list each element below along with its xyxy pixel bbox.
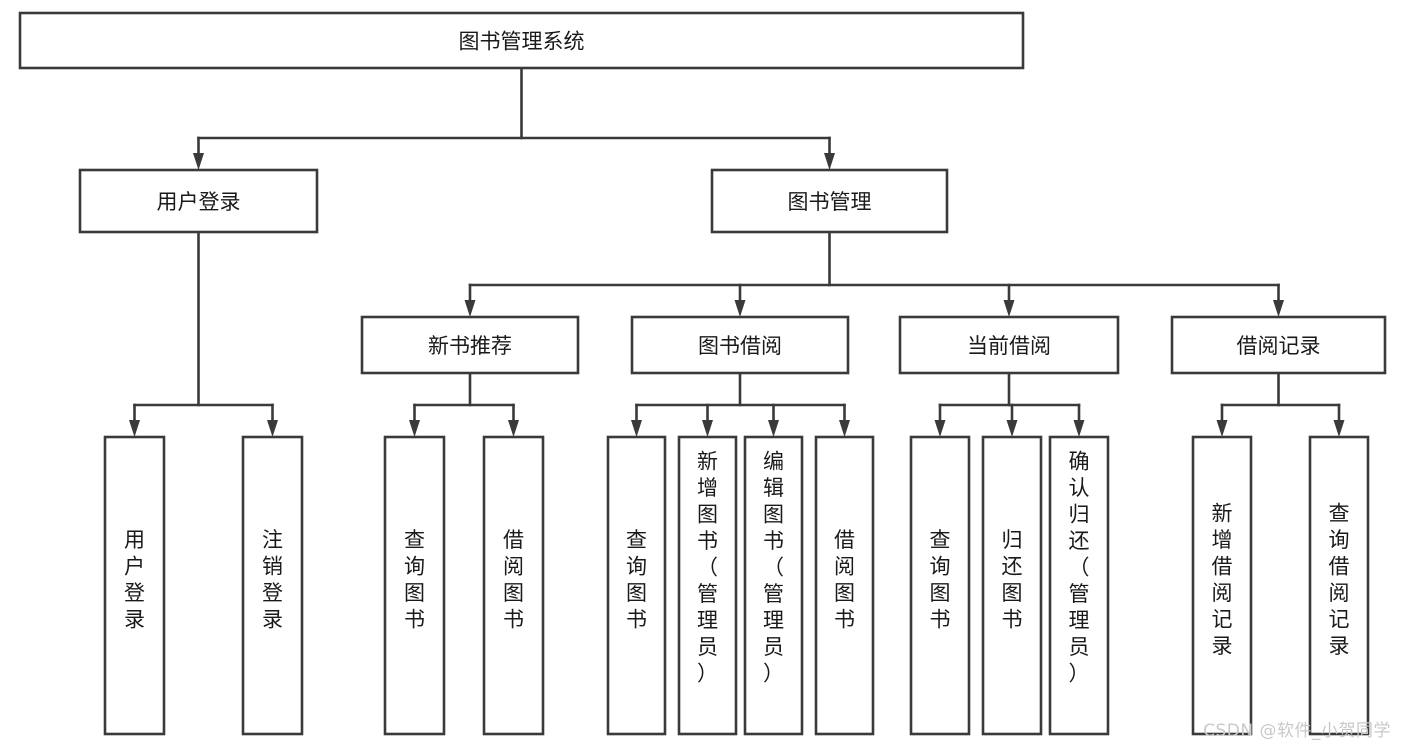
arrow-head-leaf-add-book [702,420,713,437]
node-new-book-rec-box [360,315,580,375]
arrow-head-leaf-query-record [1333,420,1345,437]
node-leaf-query-record-box [1308,435,1370,736]
arrow-head-leaf-query-book-rec [409,420,420,437]
node-leaf-borrow-book-rec[interactable]: 借阅图书 [482,435,545,736]
watermark-csdn: CSDN @软件_小贺同学 [1203,721,1391,741]
node-root[interactable]: 图书管理系统 [18,11,1025,70]
node-user-login-label: 用户登录 [157,190,241,214]
node-new-book-rec[interactable]: 新书推荐 [360,315,580,375]
node-leaf-query-book-borrow-box [606,435,667,736]
node-book-manage-box [710,168,949,234]
node-book-borrow-box [630,315,850,375]
arrow-head-leaf-borrow-book [839,420,850,437]
node-user-login[interactable]: 用户登录 [78,168,319,234]
node-book-manage[interactable]: 图书管理 [710,168,949,234]
arrow-head-leaf-query-book-borrow [631,420,642,437]
node-leaf-borrow-book-rec-label: 借阅图书 [503,528,524,632]
node-leaf-borrow-book-label: 借阅图书 [834,528,855,632]
node-book-borrow-label: 图书借阅 [698,334,782,358]
connector-layer [129,66,1345,437]
node-leaf-borrow-book-box [814,435,875,736]
node-layer: 图书管理系统用户登录图书管理新书推荐图书借阅当前借阅借阅记录用户登录注销登录查询… [18,11,1387,736]
node-leaf-return-book-box [981,435,1043,736]
node-borrow-record[interactable]: 借阅记录 [1170,315,1387,375]
node-leaf-return-book[interactable]: 归还图书 [981,435,1043,736]
arrow-head-borrow-record [1273,300,1284,317]
node-leaf-return-book-label: 归还图书 [1002,528,1023,632]
node-leaf-query-record-label: 查询借阅记录 [1329,501,1350,658]
node-leaf-query-book-rec-box [383,435,446,736]
node-leaf-query-book-borrow[interactable]: 查询图书 [606,435,667,736]
node-root-box [18,11,1025,70]
node-leaf-query-record[interactable]: 查询借阅记录 [1308,435,1370,736]
node-leaf-query-book-rec[interactable]: 查询图书 [383,435,446,736]
node-leaf-user-login-box [103,435,166,736]
node-leaf-borrow-book-rec-box [482,435,545,736]
arrow-head-leaf-logout [267,420,278,437]
node-leaf-query-book-borrow-label: 查询图书 [626,528,647,632]
node-book-borrow[interactable]: 图书借阅 [630,315,850,375]
node-root-label: 图书管理系统 [459,30,585,54]
arrow-head-leaf-borrow-book-rec [508,420,519,437]
node-leaf-query-book-cur-box [909,435,971,736]
node-current-borrow[interactable]: 当前借阅 [898,315,1120,375]
node-leaf-add-record[interactable]: 新增借阅记录 [1191,435,1253,736]
node-leaf-confirm-return[interactable]: 确认归还（管理员） [1048,435,1110,736]
arrow-head-user-login [193,153,204,170]
node-leaf-add-record-label: 新增借阅记录 [1212,501,1233,658]
arrow-head-leaf-return-book [1006,420,1018,437]
node-leaf-logout-box [241,435,304,736]
node-leaf-query-book-rec-label: 查询图书 [404,528,425,632]
node-leaf-user-login[interactable]: 用户登录 [103,435,166,736]
arrow-head-leaf-add-record [1216,420,1228,437]
node-book-manage-label: 图书管理 [788,190,872,214]
node-current-borrow-box [898,315,1120,375]
node-leaf-add-book-box [677,435,738,736]
arrow-head-leaf-user-login [129,420,140,437]
node-leaf-edit-book-box [743,435,804,736]
node-borrow-record-box [1170,315,1387,375]
node-leaf-borrow-book[interactable]: 借阅图书 [814,435,875,736]
arrow-head-leaf-query-book-cur [934,420,946,437]
arrow-head-book-manage [824,153,835,170]
arrow-head-leaf-edit-book [768,420,779,437]
node-leaf-edit-book[interactable]: 编辑图书（管理员） [743,435,804,736]
node-leaf-add-record-box [1191,435,1253,736]
node-leaf-add-book-label: 新增图书（管理员） [697,449,718,685]
node-leaf-add-book[interactable]: 新增图书（管理员） [677,435,738,736]
node-leaf-user-login-label: 用户登录 [124,528,145,632]
node-borrow-record-label: 借阅记录 [1237,334,1321,358]
node-leaf-confirm-return-label: 确认归还（管理员） [1069,449,1090,685]
node-leaf-query-book-cur[interactable]: 查询图书 [909,435,971,736]
node-leaf-logout-label: 注销登录 [262,528,283,632]
node-leaf-edit-book-label: 编辑图书（管理员） [763,449,784,685]
node-leaf-confirm-return-box [1048,435,1110,736]
node-user-login-box [78,168,319,234]
arrow-head-new-book-rec [464,300,476,317]
arrow-head-current-borrow [1003,300,1015,317]
node-leaf-query-book-cur-label: 查询图书 [930,528,951,632]
node-new-book-rec-label: 新书推荐 [428,334,512,358]
arrow-head-leaf-confirm-return [1073,420,1085,437]
node-leaf-logout[interactable]: 注销登录 [241,435,304,736]
node-current-borrow-label: 当前借阅 [967,334,1051,358]
arrow-head-book-borrow [734,300,746,317]
